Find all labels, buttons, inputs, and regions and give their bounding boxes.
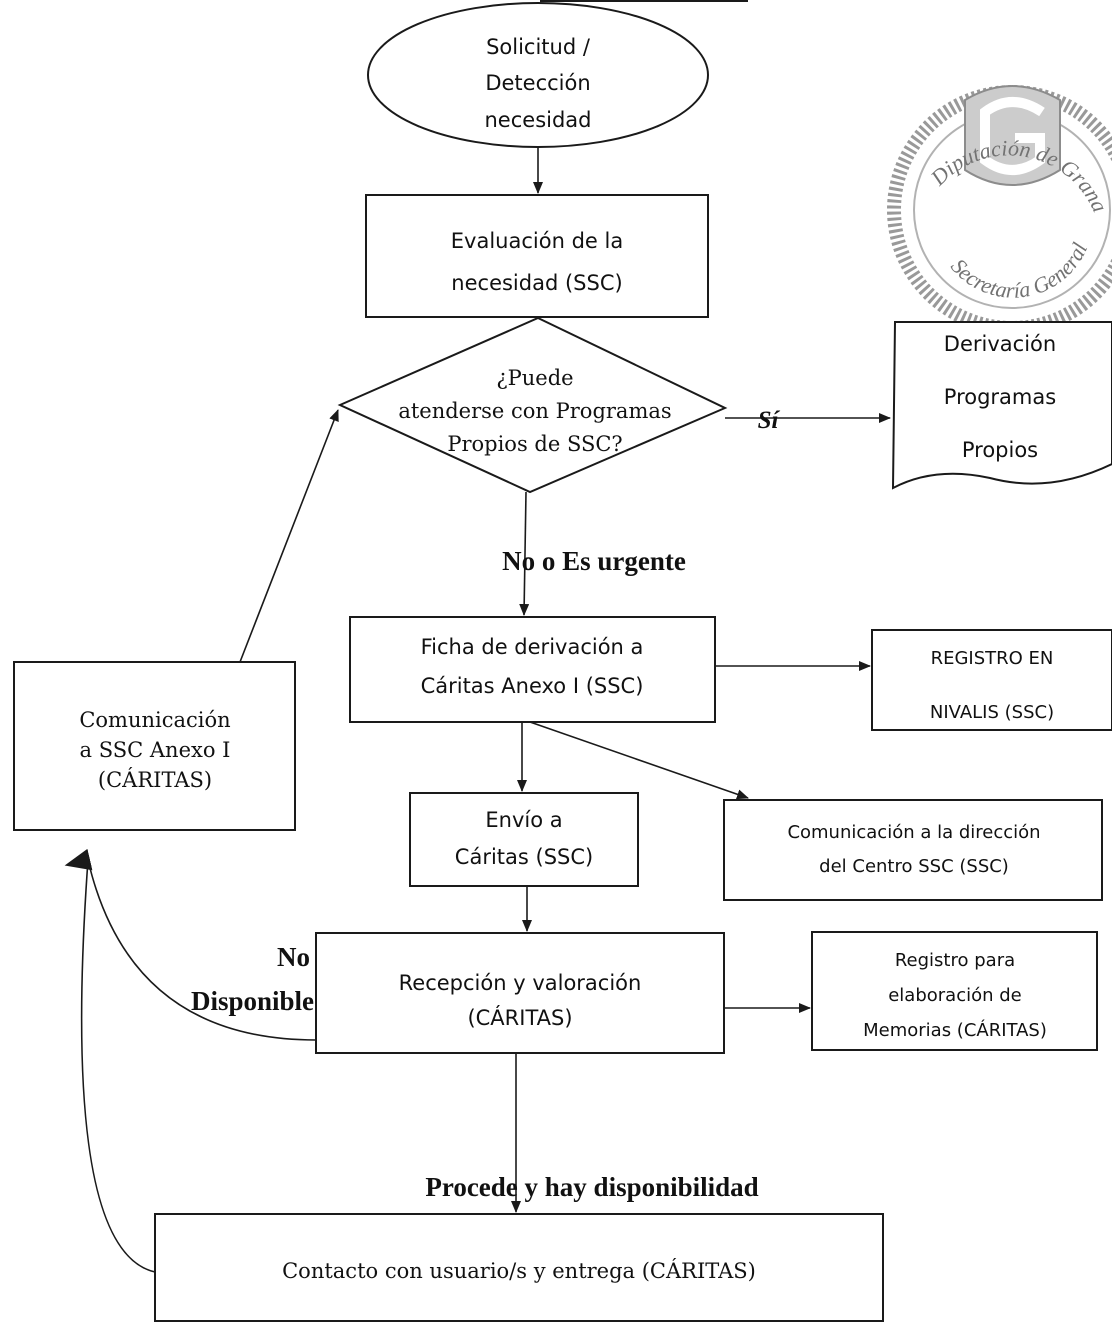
- node-recepcion-label: Recepción y valoración (CÁRITAS): [399, 971, 642, 1030]
- node-registro-memorias-label: Registro para elaboración de Memorias (C…: [863, 950, 1047, 1041]
- svg-text:¿Puede: ¿Puede: [496, 366, 573, 390]
- svg-text:Detección: Detección: [485, 71, 590, 95]
- node-evaluacion-label: Evaluación de la necesidad (SSC): [451, 229, 623, 295]
- svg-text:del Centro SSC (SSC): del Centro SSC (SSC): [819, 856, 1009, 877]
- node-comunicacion-ssc-label: Comunicación a SSC Anexo I (CÁRITAS): [79, 708, 230, 792]
- svg-text:Contacto con usuario/s y entre: Contacto con usuario/s y entrega (CÁRITA…: [282, 1259, 756, 1283]
- node-solicitud-ellipse: [367, 2, 709, 148]
- svg-text:Comunicación a la dirección: Comunicación a la dirección: [787, 822, 1040, 843]
- svg-text:Cáritas (SSC): Cáritas (SSC): [455, 845, 593, 869]
- svg-text:Memorias (CÁRITAS): Memorias (CÁRITAS): [863, 1019, 1047, 1041]
- seal-text-bottom: Secretaría General: [946, 239, 1092, 303]
- edge-label-no-disponible: No Disponible: [191, 942, 314, 1016]
- svg-text:Programas: Programas: [944, 385, 1056, 409]
- edge-contacto-comunicacion: [80, 859, 156, 1273]
- edge-comunicacion-decision: [239, 409, 339, 663]
- node-contacto-label: Contacto con usuario/s y entrega (CÁRITA…: [282, 1259, 756, 1283]
- svg-text:Disponible: Disponible: [191, 986, 314, 1016]
- svg-text:Solicitud /: Solicitud /: [486, 35, 591, 59]
- node-comunicacion-ssc-box: [13, 661, 296, 831]
- svg-text:Comunicación: Comunicación: [79, 708, 230, 732]
- node-envio-label: Envío a Cáritas (SSC): [455, 808, 593, 869]
- edge-label-procede: Procede y hay disponibilidad: [425, 1172, 758, 1202]
- node-recepcion-box: [315, 932, 725, 1054]
- edge-ficha-direccion: [529, 721, 749, 800]
- svg-text:Propios de SSC?: Propios de SSC?: [447, 432, 622, 456]
- svg-text:(CÁRITAS): (CÁRITAS): [467, 1005, 572, 1030]
- node-envio-box: [409, 792, 639, 887]
- svg-text:REGISTRO EN: REGISTRO EN: [931, 648, 1054, 669]
- node-registro-nivalis-label: REGISTRO EN NIVALIS (SSC): [930, 648, 1054, 723]
- top-border-line: [540, 0, 748, 2]
- node-solicitud-label: Solicitud / Detección necesidad: [485, 35, 592, 132]
- svg-text:NIVALIS (SSC): NIVALIS (SSC): [930, 702, 1054, 723]
- edge-label-no-urgente: No o Es urgente: [502, 546, 686, 576]
- svg-text:a SSC Anexo I: a SSC Anexo I: [80, 738, 231, 762]
- svg-text:Propios: Propios: [962, 438, 1038, 462]
- node-ficha-label: Ficha de derivación a Cáritas Anexo I (S…: [421, 635, 644, 698]
- node-comunicacion-direccion-box: [723, 799, 1103, 901]
- svg-text:Derivación: Derivación: [944, 332, 1056, 356]
- node-derivacion-label: Derivación Programas Propios: [944, 332, 1056, 462]
- node-registro-nivalis-box: [871, 629, 1112, 731]
- svg-text:Cáritas Anexo I (SSC): Cáritas Anexo I (SSC): [421, 674, 644, 698]
- node-comunicacion-direccion-label: Comunicación a la dirección del Centro S…: [787, 822, 1040, 877]
- svg-text:Recepción y valoración: Recepción y valoración: [399, 971, 642, 995]
- svg-text:atenderse con Programas: atenderse con Programas: [398, 399, 671, 423]
- node-contacto-box: [154, 1213, 884, 1322]
- edge-label-si: Sí: [758, 407, 781, 434]
- svg-text:Evaluación de la: Evaluación de la: [451, 229, 623, 253]
- svg-text:necesidad: necesidad: [485, 108, 592, 132]
- svg-text:necesidad (SSC): necesidad (SSC): [451, 271, 622, 295]
- node-decision-diamond: [337, 316, 728, 494]
- node-derivacion-document: [891, 321, 1112, 490]
- edge-recepcion-comunicacion: [64, 848, 317, 1041]
- svg-text:Ficha de derivación a: Ficha de derivación a: [421, 635, 644, 659]
- edge-decision-ficha: [519, 491, 530, 616]
- node-ficha-box: [349, 616, 716, 723]
- svg-text:Envío a: Envío a: [485, 808, 562, 832]
- svg-text:Registro para: Registro para: [895, 950, 1015, 971]
- node-evaluacion-box: [365, 194, 709, 318]
- svg-text:elaboración de: elaboración de: [888, 985, 1022, 1006]
- svg-text:No: No: [277, 942, 310, 972]
- node-registro-memorias-box: [811, 931, 1098, 1051]
- svg-text:(CÁRITAS): (CÁRITAS): [98, 768, 212, 792]
- node-decision-label: ¿Puede atenderse con Programas Propios d…: [398, 366, 671, 456]
- seal-g-emblem-icon: [964, 85, 1061, 186]
